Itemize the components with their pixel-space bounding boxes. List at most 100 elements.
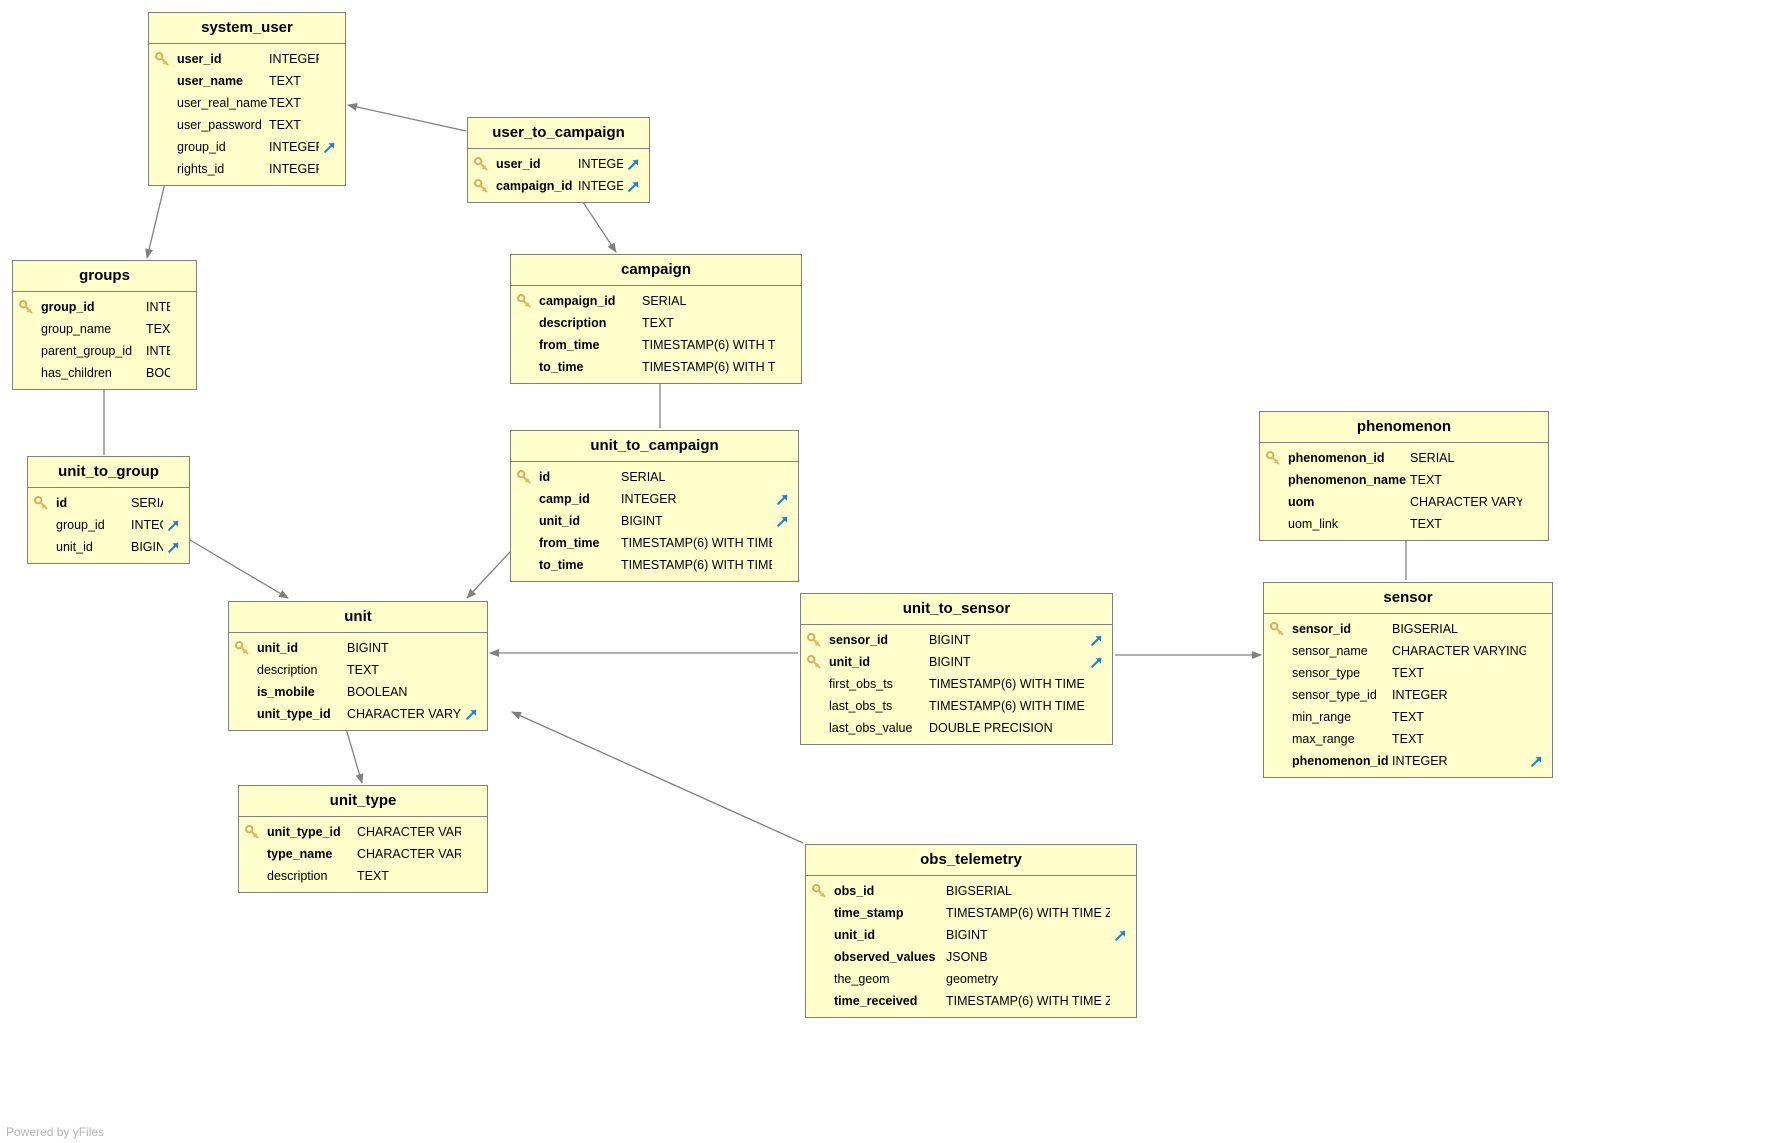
field-type: CHARACTER VARYING(100) [1392, 644, 1526, 658]
field-type: BIGINT [929, 655, 971, 669]
field-type: CHARACTER VARYING(2) [357, 825, 461, 839]
primary-key-icon [245, 825, 267, 839]
edge-unit_to_group-to-unit [189, 539, 289, 599]
primary-key-icon [517, 294, 539, 308]
entity-system_user[interactable]: system_useruser_idINTEGERuser_nameTEXTus… [148, 12, 346, 186]
field-type: BIGSERIAL [946, 884, 1012, 898]
foreign-key-icon [772, 493, 792, 506]
field-type: TEXT [1410, 517, 1442, 531]
field-name: min_range [1292, 710, 1352, 724]
primary-key-icon [1270, 622, 1292, 636]
field-type: TEXT [269, 96, 301, 110]
field-type: TEXT [1392, 710, 1424, 724]
field-type: BOOLEAN [347, 685, 408, 699]
entity-unit_to_group[interactable]: unit_to_groupidSERIALgroup_idINTEGERunit… [27, 456, 190, 564]
field-name: camp_id [539, 492, 590, 506]
entity-groups[interactable]: groupsgroup_idINTEGERgroup_nameTEXTparen… [12, 260, 197, 390]
field-type: TIMESTAMP(6) WITH TIME ZONE [621, 536, 772, 550]
field-type: SERIAL [131, 496, 163, 510]
field-type: BIGINT [946, 928, 988, 942]
primary-key-icon [517, 470, 539, 484]
field-name: first_obs_ts [829, 677, 893, 691]
field-name: campaign_id [496, 179, 573, 193]
field-type: TIMESTAMP(6) WITH TIME ZONE [946, 906, 1110, 920]
foreign-key-icon [623, 158, 643, 171]
field-row[interactable]: user_password TEXT [149, 114, 345, 136]
foreign-key-icon [623, 180, 643, 193]
field-name: user_id [177, 52, 222, 66]
field-name: sensor_type_id [1292, 688, 1377, 702]
field-name: user_password [177, 118, 262, 132]
foreign-key-icon [1526, 755, 1546, 768]
entity-title-campaign: campaign [511, 255, 801, 286]
field-type: TEXT [269, 118, 301, 132]
field-row[interactable]: has_childrenBOOLEAN [13, 362, 196, 384]
field-row[interactable]: min_range TEXT [1264, 706, 1552, 728]
field-name: id [539, 470, 551, 484]
field-name: user_name [177, 74, 244, 88]
entity-user_to_campaign[interactable]: user_to_campaignuser_idINTEGERcampaign_i… [467, 117, 650, 203]
